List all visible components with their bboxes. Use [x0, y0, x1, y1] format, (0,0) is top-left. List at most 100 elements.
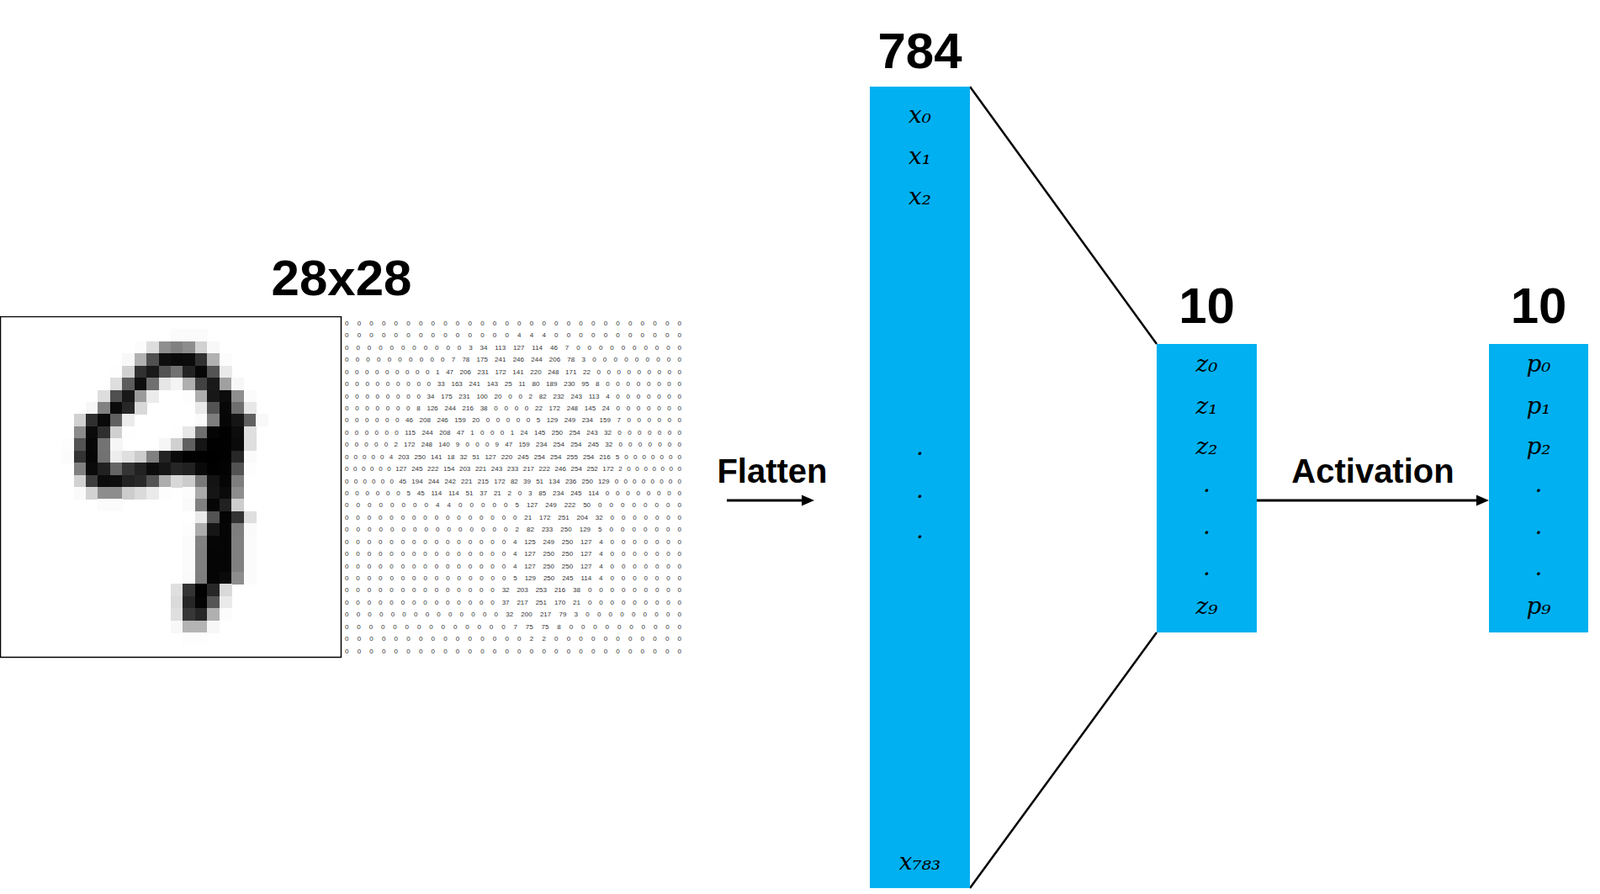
pixel [206, 498, 220, 512]
pixel [243, 511, 257, 525]
pixel [182, 390, 196, 403]
pixel [206, 377, 220, 391]
ellipsis-dot: . [1535, 556, 1543, 580]
pixel [182, 328, 196, 342]
pixel [243, 572, 257, 585]
pixel [206, 487, 220, 500]
pixel [110, 426, 123, 440]
pixel [121, 377, 135, 391]
pixel [243, 426, 257, 440]
connector [969, 632, 1157, 889]
ellipsis-dot: . [916, 478, 924, 503]
pixel [74, 462, 87, 476]
pixel-value-row: 0 0 0 0 0 0 0 0 0 0 0 0 0 0 0 2 82 233 2… [344, 524, 682, 536]
image-frame [0, 317, 342, 658]
pixel [231, 413, 244, 427]
pixel [206, 572, 220, 585]
pixel [195, 583, 208, 597]
pixel [219, 547, 233, 561]
pixel [110, 377, 123, 391]
pixel [195, 511, 208, 525]
pixel [219, 438, 233, 451]
pixel [110, 450, 123, 464]
pixel [255, 413, 269, 427]
pixel-value-row: 0 0 0 0 0 0 0 0 34 175 231 100 20 0 0 2 … [344, 391, 682, 403]
pixel [158, 462, 172, 476]
pixel [219, 608, 233, 621]
pixel [219, 462, 233, 476]
neuron-label: p₉ [1525, 594, 1551, 619]
pixel-value-row: 0 0 0 0 0 0 0 0 0 0 0 0 0 0 0 4 127 250 … [344, 548, 682, 561]
pixel [219, 572, 233, 585]
pixel [195, 413, 208, 427]
connector-line [969, 632, 1157, 889]
pixel [182, 596, 196, 610]
pixel [219, 475, 233, 488]
pixel [170, 328, 184, 342]
pixel [195, 487, 208, 500]
pixel [146, 377, 159, 391]
pixel [74, 426, 87, 440]
pixel [158, 475, 172, 488]
pixel [195, 475, 208, 488]
arrow-head [1476, 494, 1489, 506]
connector [1256, 494, 1489, 506]
neuron-label: x₁ [908, 144, 932, 169]
pixel [182, 487, 196, 500]
pixel [85, 450, 99, 464]
layer-size: 10 [1178, 280, 1235, 332]
layer-bar: 10p₀p₁p₂...p₉ [1488, 344, 1589, 633]
neuron-label: p₂ [1525, 434, 1551, 459]
pixel [231, 572, 244, 585]
pixel [170, 462, 184, 476]
arrow-shaft [726, 499, 804, 503]
pixel [219, 377, 233, 391]
pixel-value-row: 0 0 0 0 0 0 0 0 4 4 0 0 0 0 0 5 127 249 … [344, 499, 682, 512]
pixel [61, 450, 75, 464]
pixel-value-row: 0 0 0 0 0 0 0 0 0 1 47 206 231 172 141 2… [344, 366, 682, 379]
pixel [195, 620, 208, 634]
pixel [134, 487, 148, 500]
pixel [170, 365, 184, 379]
pixel [182, 583, 196, 597]
connector-line [969, 86, 1157, 345]
pixel-value-row: 0 0 0 0 0 0 0 0 0 33 163 241 143 25 11 8… [344, 378, 682, 391]
neuron-label: z₀ [1196, 352, 1219, 377]
pixel [206, 462, 220, 476]
pixel [97, 462, 111, 476]
pixel [243, 535, 257, 549]
pixel-value-row: 0 0 0 0 0 0 0 0 0 0 7 78 175 241 246 244… [344, 354, 682, 366]
pixel [182, 438, 196, 451]
pixel [195, 547, 208, 561]
pixel [231, 450, 244, 464]
pixel [206, 583, 220, 597]
neuron-label: x₂ [908, 185, 932, 209]
pixel [170, 450, 184, 464]
pixel [219, 365, 233, 379]
pixel [146, 487, 159, 500]
pixel [146, 365, 159, 379]
layer-size: 784 [877, 26, 962, 77]
pixel [195, 560, 208, 573]
pixel [158, 487, 172, 500]
pixel [97, 413, 111, 427]
pixel [110, 390, 123, 403]
pixel [134, 377, 148, 391]
pixel [97, 402, 111, 415]
pixel-value-row: 0 0 0 0 0 0 0 8 126 244 216 38 0 0 0 0 2… [344, 402, 682, 415]
pixel [231, 547, 244, 561]
pixel [97, 438, 111, 451]
pixel [134, 353, 148, 366]
pixel [243, 390, 257, 403]
neuron-label: x₀ [908, 103, 932, 128]
ellipsis-dot: . [916, 435, 924, 460]
pixel [85, 487, 99, 500]
pixel [206, 523, 220, 536]
pixel [219, 583, 233, 597]
pixel [219, 353, 233, 366]
pixel-value-row: 0 0 0 0 0 0 0 0 0 0 0 3 34 113 127 114 4… [344, 342, 682, 355]
pixel [170, 583, 184, 597]
pixel [182, 353, 196, 366]
pixel [182, 426, 196, 440]
